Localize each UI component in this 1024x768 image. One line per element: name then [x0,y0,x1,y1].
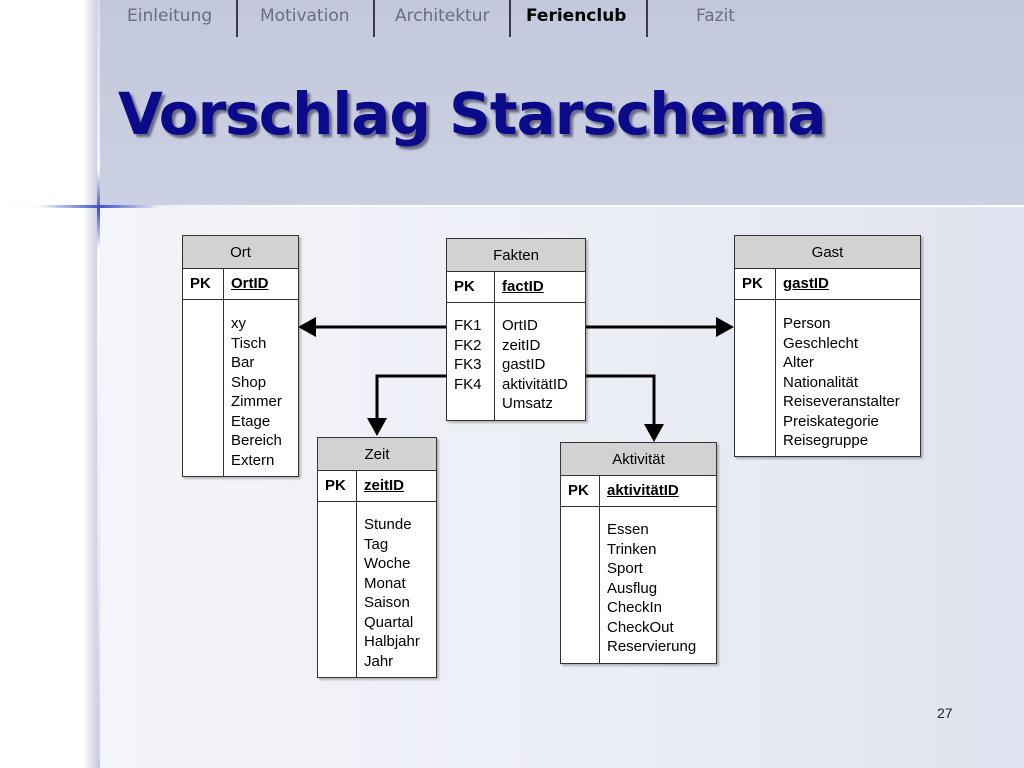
entity-pk-row: PK aktivitätID [561,476,716,507]
column-divider [223,268,224,476]
fk-label: FK4 [454,375,482,393]
field: CheckOut [607,618,674,636]
pk-field: gastID [783,275,829,292]
pk-field: OrtID [231,275,269,292]
pk-label: PK [325,477,346,494]
field: Etage [231,412,271,430]
field: Geschlecht [783,334,859,352]
field: gastID [502,356,546,373]
sparkle-vertical [97,170,100,250]
left-band [0,0,98,768]
vertical-divider [97,0,100,768]
pk-field: aktivitätID [607,482,679,499]
entity-zeit[interactable]: Zeit PK zeitID Stunde Tag Woche Monat Sa… [317,437,437,678]
entity-pk-row: PK zeitID [318,471,436,502]
nav-item-motivation[interactable]: Motivation [260,6,350,26]
entity-fakten[interactable]: Fakten PK factID FK1 FK2 FK3 FK4 OrtID z… [446,238,586,421]
nav-item-ferienclub[interactable]: Ferienclub [526,6,627,26]
field: Tag [364,535,389,553]
field-list: Person Geschlecht Alter Nationalität Rei… [783,314,900,451]
pk-label: PK [190,275,211,292]
field: Sport [607,560,643,577]
field: Reservierung [607,638,697,655]
column-divider [599,475,600,663]
field: Monat [364,574,406,592]
entity-header: Fakten [447,239,585,272]
nav-separator [646,0,648,37]
field: Bar [231,354,255,371]
pk-label: PK [454,278,475,295]
entity-header: Zeit [318,438,436,471]
field: Essen [607,521,649,538]
page-number: 27 [937,705,953,721]
fk-label: FK2 [454,336,482,354]
fk-label: FK3 [454,356,482,373]
entity-header: Aktivität [561,443,716,476]
nav-item-einleitung[interactable]: Einleitung [127,6,213,26]
nav-item-fazit[interactable]: Fazit [696,6,735,26]
arrowhead-gast [716,317,734,337]
field-list: xy Tisch Bar Shop Zimmer Etage Bereich E… [231,314,282,470]
sparkle-horizontal [40,205,160,208]
field: Stunde [364,516,412,533]
entity-header: Ort [183,236,298,269]
column-divider [356,470,357,677]
field: xy [231,315,246,332]
field: OrtID [502,317,538,334]
field-list: OrtID zeitID gastID aktivitätID Umsatz [502,316,568,414]
field: Person [783,315,831,332]
fk-label: FK1 [454,317,482,334]
field: Saison [364,594,410,611]
fk-label-list: FK1 FK2 FK3 FK4 [454,316,482,394]
field: Trinken [607,540,657,558]
field: Nationalität [783,373,859,391]
field: Woche [364,555,411,572]
horizontal-divider [0,205,1024,207]
header-band [98,0,1024,206]
column-divider [775,268,776,456]
entity-aktivitaet[interactable]: Aktivität PK aktivitätID Essen Trinken S… [560,442,717,664]
entity-gast[interactable]: Gast PK gastID Person Geschlecht Alter N… [734,235,921,457]
slide-title: Vorschlag Starschema [118,80,826,148]
nav-item-architektur[interactable]: Architektur [395,6,490,26]
entity-header: Gast [735,236,920,269]
field-list: Essen Trinken Sport Ausflug CheckIn Chec… [607,520,696,657]
field-list: Stunde Tag Woche Monat Saison Quartal Ha… [364,515,420,671]
entity-pk-row: PK factID [447,272,585,303]
field: Preiskategorie [783,412,879,430]
arrowhead-zeit [367,418,387,436]
entity-pk-row: PK OrtID [183,269,298,300]
field: Quartal [364,613,414,631]
field: Extern [231,451,275,469]
field: Ausflug [607,579,658,597]
pk-label: PK [742,275,763,292]
column-divider [494,271,495,420]
pk-field: zeitID [364,477,405,494]
field: Bereich [231,432,282,449]
field: Halbjahr [364,633,420,650]
field: Jahr [364,652,394,670]
nav-separator [236,0,238,37]
field: Tisch [231,334,267,352]
arrow-fakten-zeit [375,374,446,420]
entity-pk-row: PK gastID [735,269,920,300]
arrow-fakten-aktivitaet [586,374,656,426]
entity-ort[interactable]: Ort PK OrtID xy Tisch Bar Shop Zimmer Et… [182,235,299,477]
pk-field: factID [502,278,544,295]
field: zeitID [502,336,541,354]
arrowhead-ort [298,317,316,337]
field: Alter [783,354,814,371]
field: Zimmer [231,393,282,410]
field: Umsatz [502,395,553,412]
arrowhead-aktivitaet [644,424,664,442]
field: Reiseveranstalter [783,393,900,410]
nav-separator [509,0,511,37]
field: Reisegruppe [783,432,869,449]
field: Shop [231,373,267,391]
nav-separator [373,0,375,37]
pk-label: PK [568,482,589,499]
field: CheckIn [607,599,663,616]
field: aktivitätID [502,375,568,393]
